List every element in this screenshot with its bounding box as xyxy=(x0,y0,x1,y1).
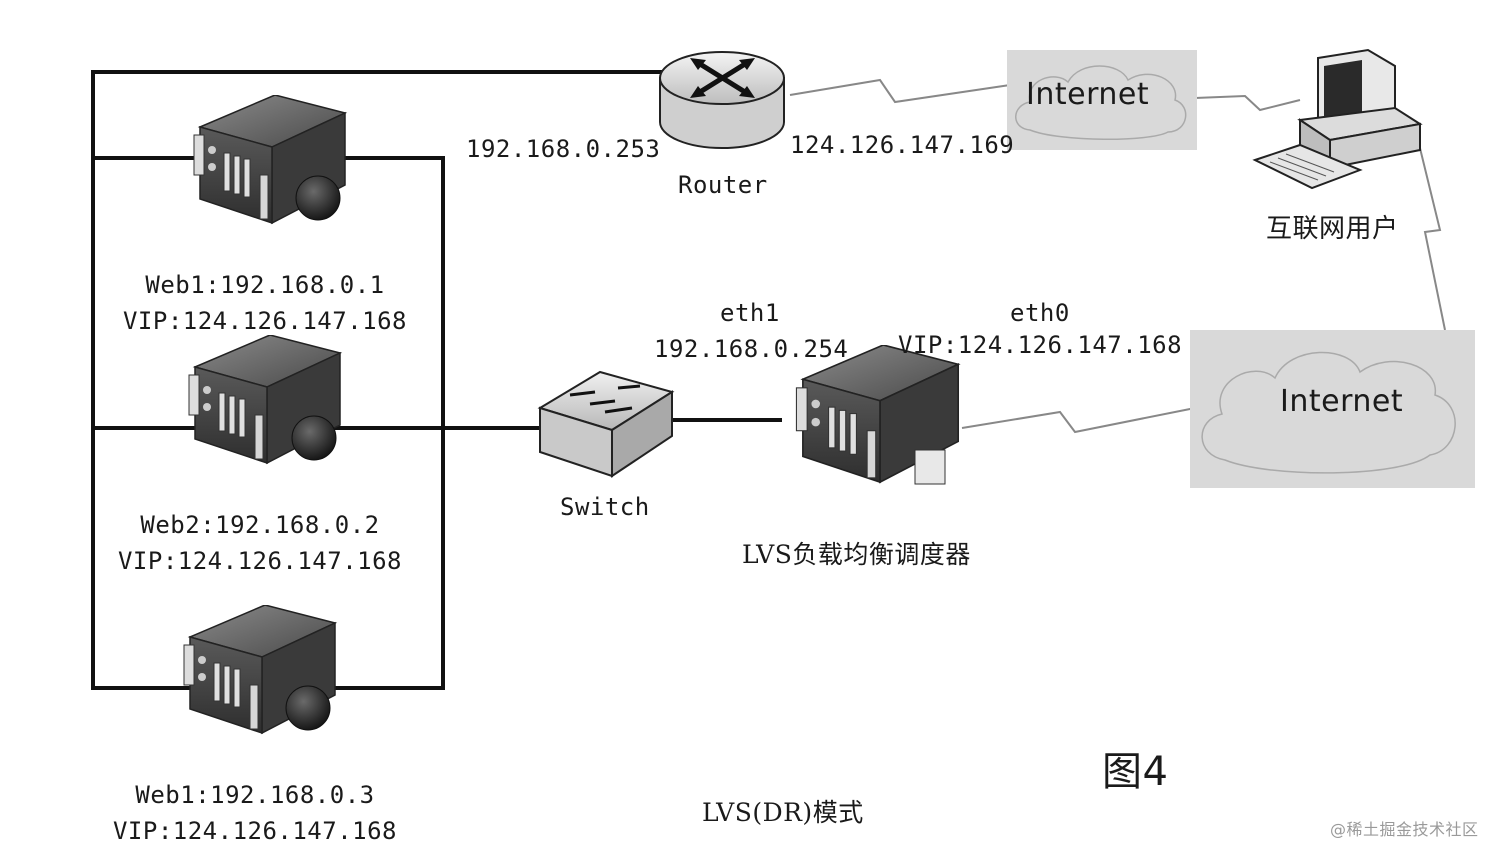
wireless-links xyxy=(789,78,1446,434)
diagram-caption: LVS(DR)模式 xyxy=(702,798,864,827)
server-3-vip: VIP:124.126.147.168 xyxy=(112,817,398,845)
lvs-eth0-vip: VIP:124.126.147.168 xyxy=(898,331,1183,359)
web-server-1-icon xyxy=(193,95,346,224)
server-2-ip: Web2:192.168.0.2 xyxy=(140,511,380,539)
web-server-2-icon xyxy=(188,335,341,464)
internet-cloud-bottom xyxy=(1190,330,1475,488)
router-icon xyxy=(659,51,785,149)
lvs-label: LVS负载均衡调度器 xyxy=(742,540,971,569)
lvs-server-icon xyxy=(795,345,960,485)
switch-label: Switch xyxy=(560,493,650,521)
watermark: @稀土掘金技术社区 xyxy=(1330,820,1479,839)
server-2-vip: VIP:124.126.147.168 xyxy=(117,547,403,575)
router-label: Router xyxy=(678,171,768,199)
switch-icon xyxy=(537,370,675,478)
figure-number: 图4 xyxy=(1102,749,1169,795)
server-1-vip: VIP:124.126.147.168 xyxy=(122,307,408,335)
router-wan-ip: 124.126.147.169 xyxy=(790,131,1015,159)
server-3-ip: Web1:192.168.0.3 xyxy=(135,781,375,809)
router-lan-ip: 192.168.0.253 xyxy=(466,135,661,163)
web-server-3-icon xyxy=(183,605,336,734)
internet-cloud-top xyxy=(1007,50,1197,150)
internet-label-bottom: Internet xyxy=(1280,384,1404,419)
internet-user-label: 互联网用户 xyxy=(1266,214,1399,244)
lvs-eth0-label: eth0 xyxy=(1010,299,1070,327)
lvs-eth1-label: eth1 xyxy=(720,299,780,327)
computer-icon xyxy=(1252,48,1423,190)
internet-label-top: Internet xyxy=(1026,77,1150,112)
lvs-eth1-ip: 192.168.0.254 xyxy=(654,335,849,363)
server-1-ip: Web1:192.168.0.1 xyxy=(145,271,385,299)
